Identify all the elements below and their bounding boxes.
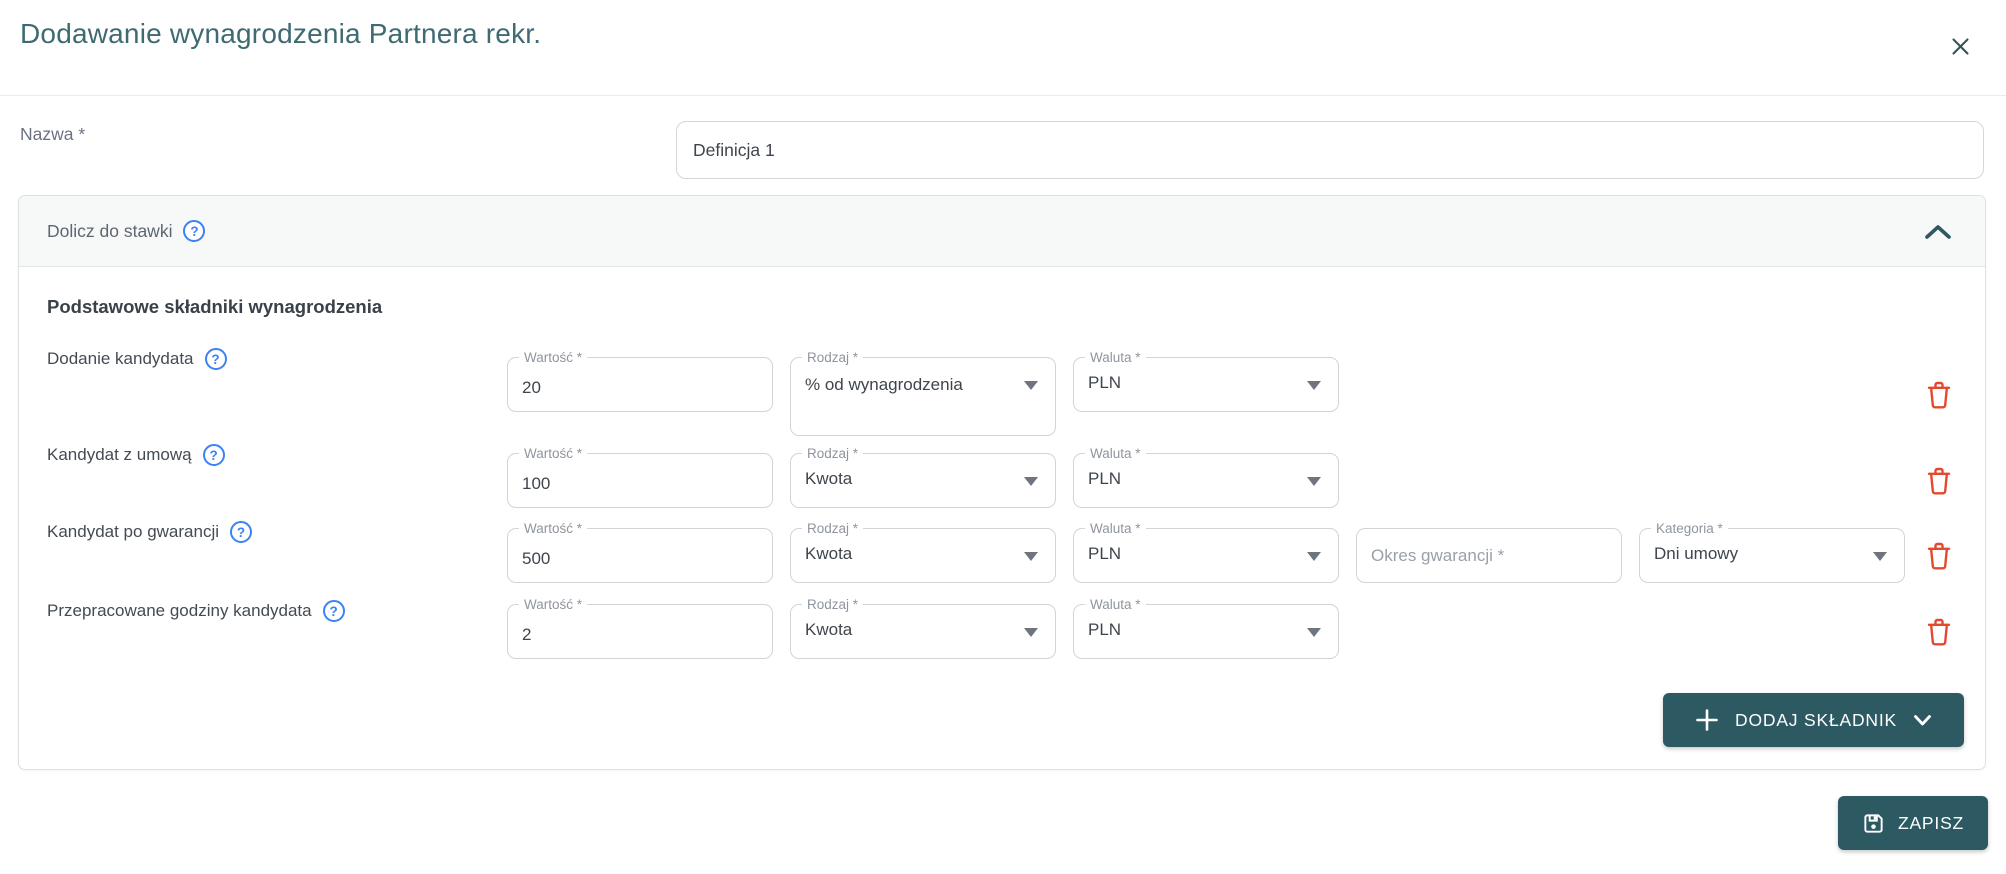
- waluta-select-row3[interactable]: Waluta * PLN: [1073, 519, 1339, 583]
- dropdown-caret-icon: [1307, 380, 1321, 390]
- wartosc-label: Wartość *: [519, 519, 588, 538]
- waluta-label: Waluta *: [1085, 348, 1146, 367]
- panel-header-title: Dolicz do stawki: [47, 220, 173, 241]
- dropdown-caret-icon: [1024, 551, 1038, 561]
- okres-gwarancji-field: [1356, 528, 1622, 583]
- row-label-kandydat-po-gwarancji: Kandydat po gwarancji ?: [47, 519, 253, 545]
- row-label-kandydat-z-umowa: Kandydat z umową ?: [47, 442, 225, 468]
- rodzaj-label: Rodzaj *: [802, 348, 864, 367]
- trash-icon: [1927, 381, 1951, 409]
- name-input[interactable]: [677, 122, 1983, 178]
- kategoria-label: Kategoria *: [1651, 519, 1728, 538]
- trash-icon: [1927, 467, 1951, 495]
- okres-gwarancji-input[interactable]: [1357, 529, 1621, 582]
- panel-header[interactable]: Dolicz do stawki ?: [19, 196, 1985, 267]
- delete-row3-button[interactable]: [1925, 541, 1953, 571]
- wartosc-field-row1: Wartość *: [507, 348, 773, 412]
- waluta-select-row1[interactable]: Waluta * PLN: [1073, 348, 1339, 412]
- wartosc-field-row3: Wartość *: [507, 519, 773, 583]
- dropdown-caret-icon: [1307, 627, 1321, 637]
- modal-title: Dodawanie wynagrodzenia Partnera rekr.: [20, 18, 542, 49]
- rodzaj-select-row4[interactable]: Rodzaj * Kwota: [790, 595, 1056, 659]
- save-floppy-icon: [1864, 813, 1883, 833]
- wartosc-field-row2: Wartość *: [507, 444, 773, 508]
- waluta-label: Waluta *: [1085, 519, 1146, 538]
- close-icon: [1951, 37, 1969, 55]
- wartosc-label: Wartość *: [519, 348, 588, 367]
- name-field-label: Nazwa *: [20, 124, 86, 144]
- rodzaj-value-row4: Kwota: [805, 620, 853, 639]
- waluta-select-row4[interactable]: Waluta * PLN: [1073, 595, 1339, 659]
- plus-icon: [1696, 709, 1718, 731]
- close-button[interactable]: [1944, 30, 1976, 62]
- delete-row1-button[interactable]: [1925, 380, 1953, 410]
- dropdown-caret-icon: [1024, 381, 1038, 390]
- dolicz-do-stawki-panel: Dolicz do stawki ? Podstawowe składniki …: [18, 195, 1986, 770]
- rodzaj-select-row1[interactable]: Rodzaj * % od wynagrodzenia: [790, 348, 1056, 436]
- panel-help-icon[interactable]: ?: [183, 220, 206, 242]
- waluta-select-row2[interactable]: Waluta * PLN: [1073, 444, 1339, 508]
- dropdown-caret-icon: [1307, 551, 1321, 561]
- wartosc-label: Wartość *: [519, 595, 588, 614]
- chevron-down-icon: [1914, 714, 1931, 725]
- row-help-icon[interactable]: ?: [230, 521, 253, 543]
- wartosc-field-row4: Wartość *: [507, 595, 773, 659]
- waluta-value-row3: PLN: [1088, 544, 1122, 563]
- row-label-dodanie-kandydata: Dodanie kandydata ?: [47, 346, 227, 372]
- rodzaj-label: Rodzaj *: [802, 595, 864, 614]
- dropdown-caret-icon: [1873, 551, 1887, 561]
- name-input-wrapper: [676, 121, 1984, 179]
- rodzaj-select-row3[interactable]: Rodzaj * Kwota: [790, 519, 1056, 583]
- waluta-value-row1: PLN: [1088, 373, 1122, 392]
- kategoria-value: Dni umowy: [1654, 544, 1739, 563]
- trash-icon: [1927, 618, 1951, 646]
- add-component-label: DODAJ SKŁADNIK: [1735, 709, 1897, 730]
- rodzaj-label: Rodzaj *: [802, 519, 864, 538]
- dropdown-caret-icon: [1024, 627, 1038, 637]
- row-label-przepracowane-godziny: Przepracowane godziny kandydata ?: [47, 598, 345, 624]
- section-title: Podstawowe składniki wynagrodzenia: [47, 296, 383, 317]
- trash-icon: [1927, 542, 1951, 570]
- waluta-value-row4: PLN: [1088, 620, 1122, 639]
- collapse-chevron-up-icon[interactable]: [1925, 224, 1951, 239]
- rodzaj-value-row1: % od wynagrodzenia: [805, 375, 963, 394]
- rodzaj-select-row2[interactable]: Rodzaj * Kwota: [790, 444, 1056, 508]
- rodzaj-label: Rodzaj *: [802, 444, 864, 463]
- delete-row4-button[interactable]: [1925, 617, 1953, 647]
- rodzaj-value-row3: Kwota: [805, 544, 853, 563]
- dropdown-caret-icon: [1307, 476, 1321, 486]
- waluta-value-row2: PLN: [1088, 469, 1122, 488]
- wartosc-label: Wartość *: [519, 444, 588, 463]
- row-help-icon[interactable]: ?: [322, 600, 345, 622]
- header-divider: [0, 95, 2006, 96]
- save-button-label: ZAPISZ: [1897, 812, 1965, 833]
- waluta-label: Waluta *: [1085, 444, 1146, 463]
- row-help-icon[interactable]: ?: [202, 444, 225, 466]
- add-component-button[interactable]: DODAJ SKŁADNIK: [1663, 693, 1964, 747]
- rodzaj-value-row2: Kwota: [805, 469, 853, 488]
- delete-row2-button[interactable]: [1925, 466, 1953, 496]
- row-help-icon[interactable]: ?: [204, 348, 227, 370]
- kategoria-select[interactable]: Kategoria * Dni umowy: [1639, 519, 1905, 583]
- dropdown-caret-icon: [1024, 476, 1038, 486]
- save-button[interactable]: ZAPISZ: [1838, 796, 1988, 850]
- waluta-label: Waluta *: [1085, 595, 1146, 614]
